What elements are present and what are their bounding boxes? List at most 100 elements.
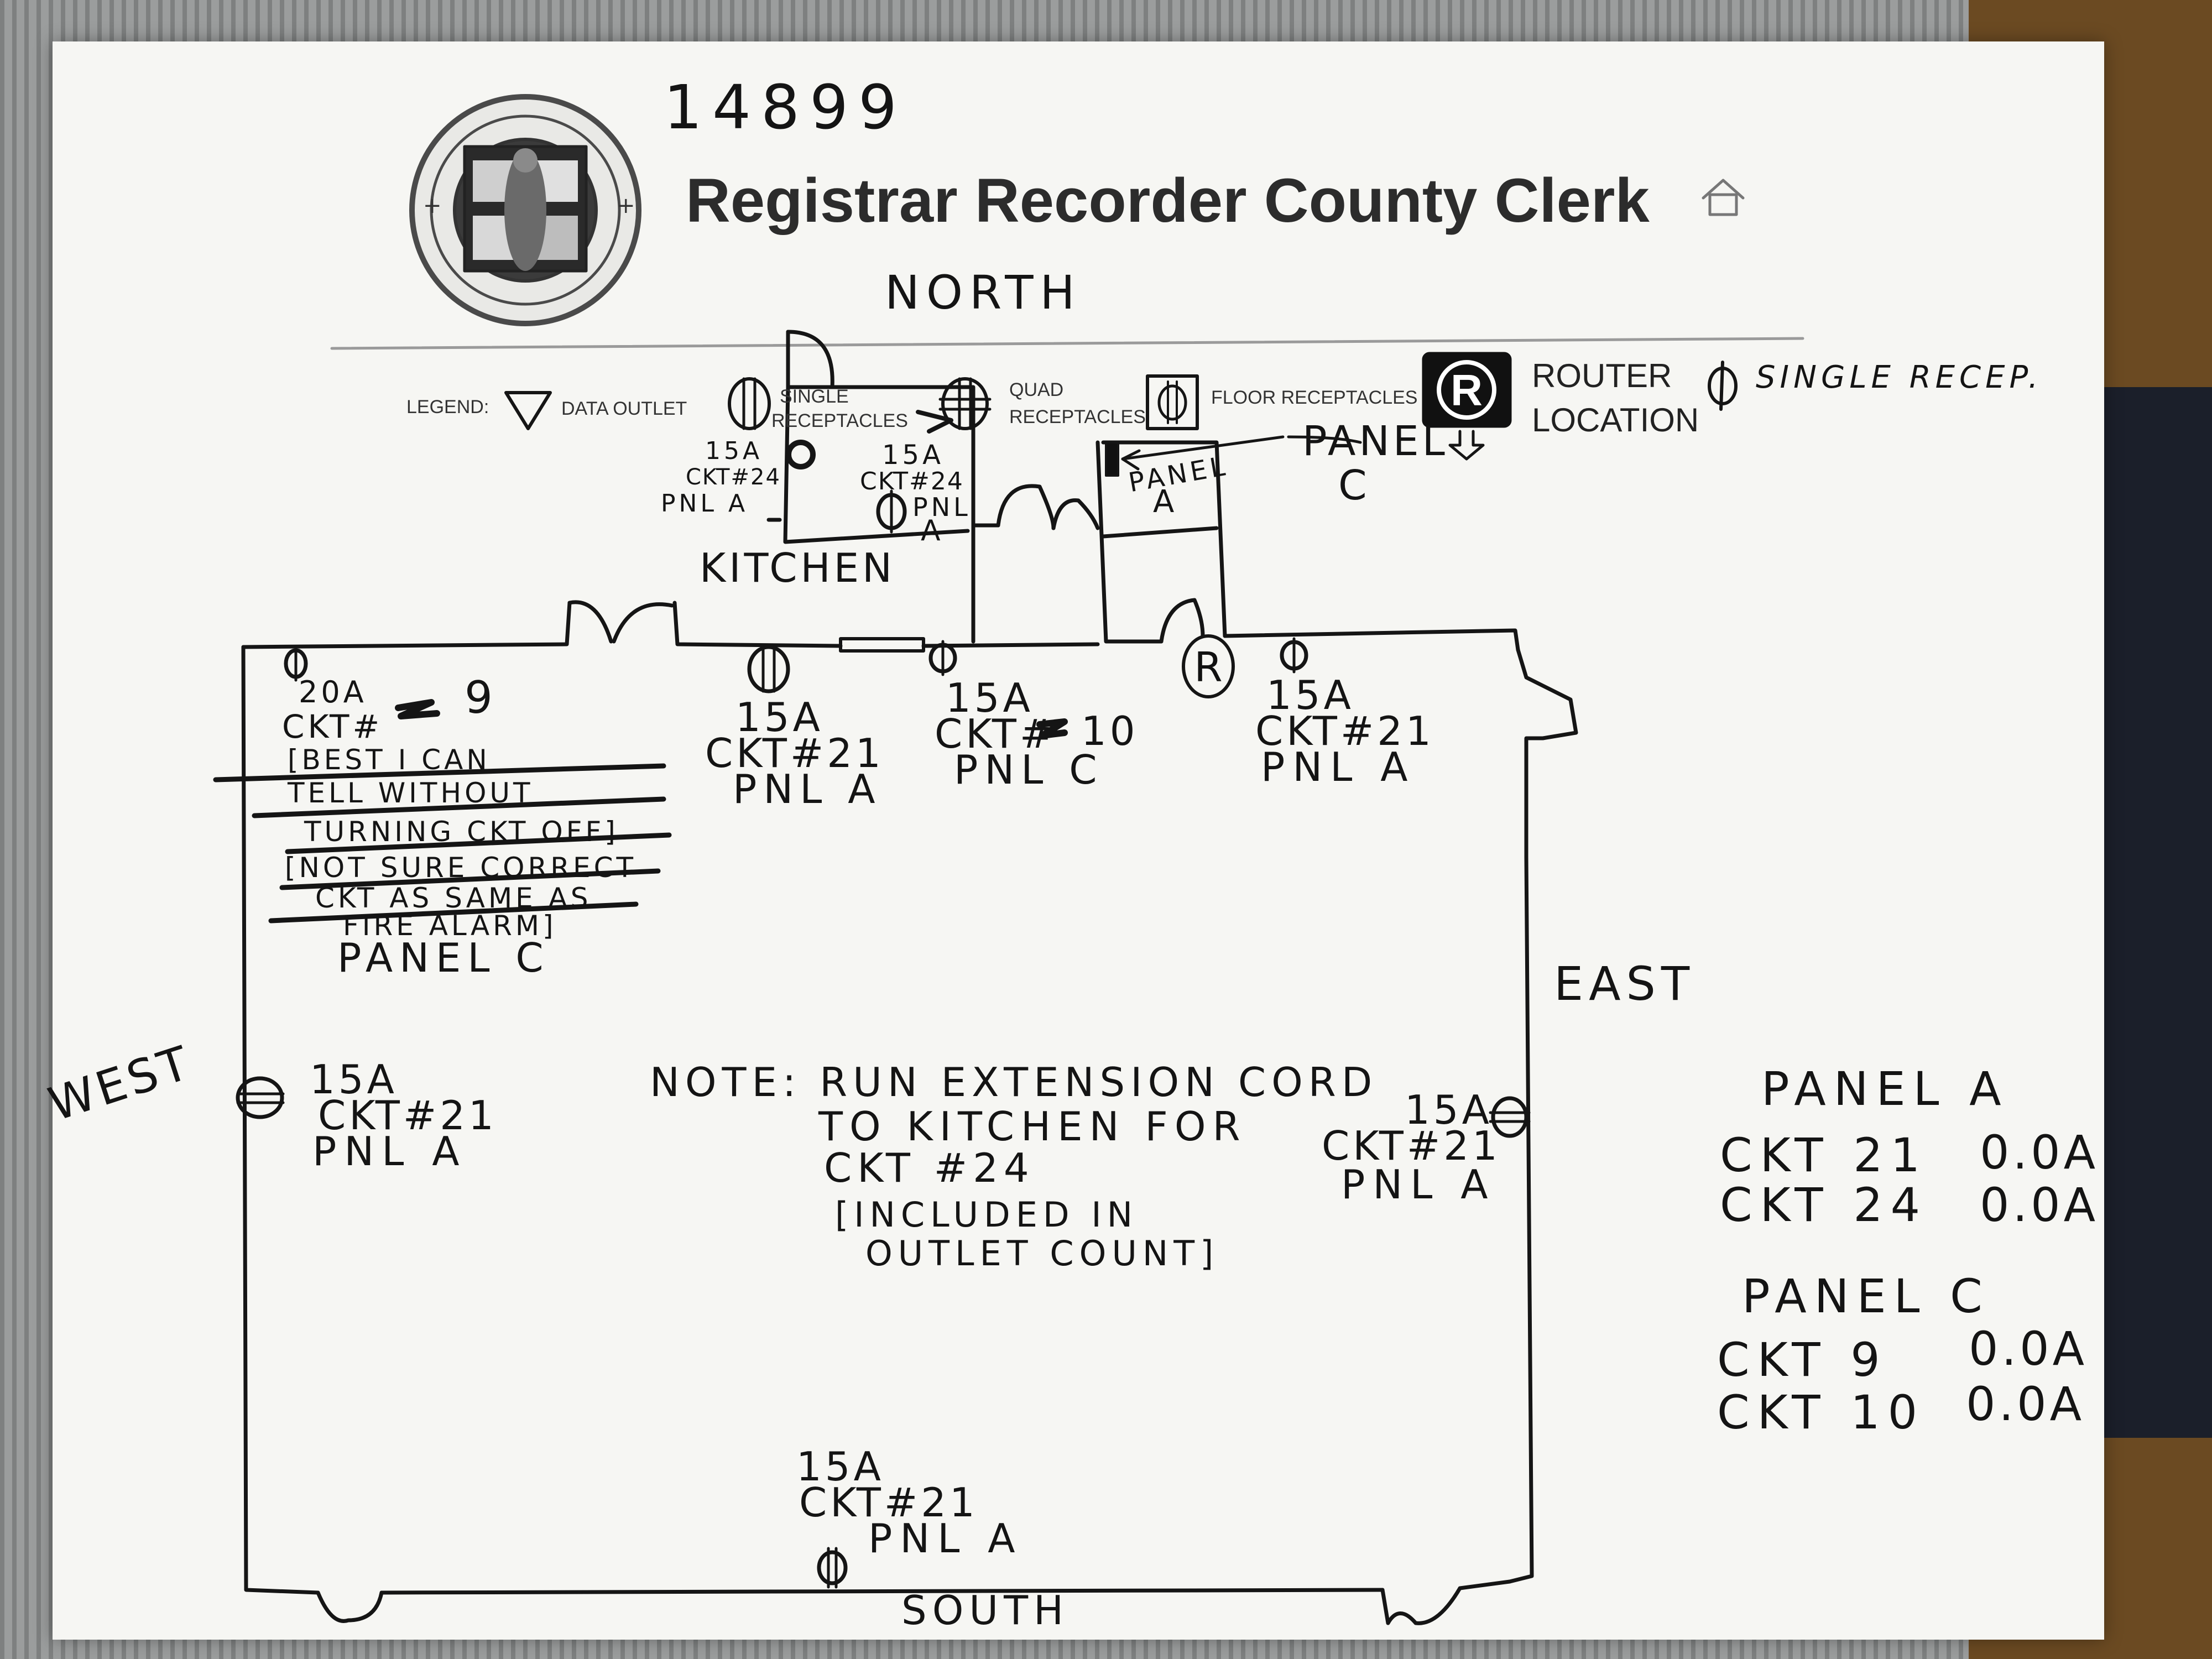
north-east-panel: PNL A xyxy=(1261,744,1416,790)
main-room-outline xyxy=(241,600,1578,1625)
panel-a-load-title: PANEL A xyxy=(1761,1062,2009,1116)
kitchen-left-amps: 15A xyxy=(705,437,763,465)
east-panel: PNL A xyxy=(1341,1161,1496,1208)
legend-router-1: ROUTER xyxy=(1532,357,1672,394)
single-receptacle-legend-icon xyxy=(728,377,771,430)
outlet-west-icon xyxy=(236,1076,284,1119)
panel-a-row-2-amps: 0.0A xyxy=(1980,1178,2099,1232)
nw-strike-1: [BEST I CAN xyxy=(288,744,491,776)
sheet-number: 14899 xyxy=(664,72,907,143)
room-outlet-symbols: R xyxy=(236,634,1531,1589)
legend-single-2: RECEPTACLES xyxy=(771,410,908,431)
scribble-correction-2 xyxy=(1036,718,1068,739)
north-east-ckt: CKT#21 xyxy=(1255,708,1434,754)
outlet-north-mid-icon xyxy=(747,645,790,693)
kitchen-right-amps: 15A xyxy=(882,440,944,471)
data-outlet-triangle-icon xyxy=(504,391,552,430)
kitchen-left-ckt: CKT#24 xyxy=(686,465,781,490)
west-ckt: CKT#21 xyxy=(318,1092,497,1139)
outlet-east-icon xyxy=(1491,1096,1528,1138)
panel-c-row-1-amps: 0.0A xyxy=(1969,1322,2088,1376)
svg-text:+: + xyxy=(617,193,635,218)
nw-strike-2: TELL WITHOUT xyxy=(288,777,534,809)
panel-c-row-1-ckt: CKT 9 xyxy=(1717,1333,1888,1387)
quad-receptacle-legend-icon xyxy=(941,377,989,430)
header-divider xyxy=(330,337,1804,350)
svg-text:R: R xyxy=(1451,366,1483,415)
kitchen-right-ckt: CKT#24 xyxy=(860,467,964,495)
compass-south: SOUTH xyxy=(901,1587,1070,1634)
panel-c-row-2-ckt: CKT 10 xyxy=(1717,1385,1926,1439)
legend-single-recep: SINGLE RECEP. xyxy=(1756,359,2043,395)
compass-north: NORTH xyxy=(885,265,1082,320)
nw-strike-3: TURNING CKT OFF] xyxy=(304,816,619,848)
panel-c-load-title: PANEL C xyxy=(1742,1269,1990,1323)
legend-floor: FLOOR RECEPTACLES xyxy=(1211,387,1418,408)
north-east-amps: 15A xyxy=(1266,672,1354,718)
kitchen-room-outline xyxy=(766,330,975,644)
compass-east: EAST xyxy=(1554,957,1695,1011)
legend-quad-2: RECEPTACLES xyxy=(1009,406,1146,427)
corridor-doors xyxy=(971,484,1100,530)
panel-c-row-2-amps: 0.0A xyxy=(1966,1377,2085,1431)
panel-a-room-outline xyxy=(1095,435,1362,644)
north-mid-ckt: CKT#21 xyxy=(705,730,884,776)
panel-c-room-letter: C xyxy=(1338,462,1370,509)
county-seal-logo: + + xyxy=(409,94,641,326)
north-right-ckt-number: 10 xyxy=(1081,708,1139,754)
dark-fabric xyxy=(2101,387,2212,1438)
note-line-1: NOTE: RUN EXTENSION CORD xyxy=(650,1059,1378,1105)
nw-panel: PANEL C xyxy=(337,935,550,981)
east-amps: 15A xyxy=(1405,1087,1493,1133)
kitchen-right-panel-letter: A xyxy=(921,514,944,547)
panel-a-row-1-ckt: CKT 21 xyxy=(1720,1128,1928,1182)
legend-quad-1: QUAD xyxy=(1009,379,1064,400)
north-right-ckt: CKT# xyxy=(935,711,1057,757)
north-right-panel: PNL C xyxy=(954,747,1104,793)
home-icon xyxy=(1702,179,1745,216)
south-panel: PNL A xyxy=(868,1515,1023,1562)
panel-a-letter: A xyxy=(1153,484,1178,520)
legend-data-outlet: DATA OUTLET xyxy=(561,398,687,419)
south-amps: 15A xyxy=(796,1443,884,1490)
note-line-2: TO KITCHEN FOR xyxy=(818,1103,1247,1150)
svg-text:R: R xyxy=(1194,644,1222,691)
strike-through-lines xyxy=(213,763,672,924)
nw-ckt-number: 9 xyxy=(465,672,496,723)
kitchen-right-panel: PNL xyxy=(912,492,971,522)
nw-ckt: CKT# xyxy=(282,708,383,745)
panel-a-row-2-ckt: CKT 24 xyxy=(1720,1178,1928,1232)
note-line-5: OUTLET COUNT] xyxy=(865,1233,1219,1274)
east-ckt: CKT#21 xyxy=(1322,1123,1501,1169)
south-ckt: CKT#21 xyxy=(799,1479,978,1526)
paper-sheet xyxy=(53,41,2104,1640)
nw-strike-6: FIRE ALARM] xyxy=(343,910,557,942)
kitchen-left-panel: PNL A xyxy=(661,489,749,518)
floor-receptacle-legend-icon xyxy=(1146,374,1199,430)
svg-text:+: + xyxy=(423,193,442,218)
north-mid-panel: PNL A xyxy=(733,766,882,812)
nw-strike-4: [NOT SURE CORRECT xyxy=(285,852,637,884)
panel-c-room-label: PANEL xyxy=(1302,418,1448,465)
nw-amps: 20A xyxy=(299,675,367,709)
panel-a-row-1-amps: 0.0A xyxy=(1980,1125,2099,1180)
north-right-amps: 15A xyxy=(946,675,1034,721)
page-title: Registrar Recorder County Clerk xyxy=(686,166,1650,235)
note-line-4: [INCLUDED IN xyxy=(835,1194,1139,1235)
router-location-icon xyxy=(1182,634,1235,698)
north-mid-amps: 15A xyxy=(735,694,823,740)
outlet-south-icon xyxy=(817,1550,848,1585)
legend-router-2: LOCATION xyxy=(1532,401,1699,439)
panel-a-box xyxy=(1105,441,1119,477)
legend-label: LEGEND: xyxy=(406,397,489,418)
legend-single-1: SINGLE xyxy=(780,386,849,407)
kitchen-label: KITCHEN xyxy=(700,545,895,591)
west-panel: PNL A xyxy=(312,1128,467,1175)
west-amps: 15A xyxy=(310,1056,398,1103)
kitchen-outlet-left-icon xyxy=(786,440,816,469)
note-line-3: CKT #24 xyxy=(824,1145,1035,1191)
scribble-correction xyxy=(395,699,440,719)
nw-strike-5: CKT AS SAME AS xyxy=(315,882,592,914)
arrow-to-panel-a xyxy=(1121,449,1141,471)
